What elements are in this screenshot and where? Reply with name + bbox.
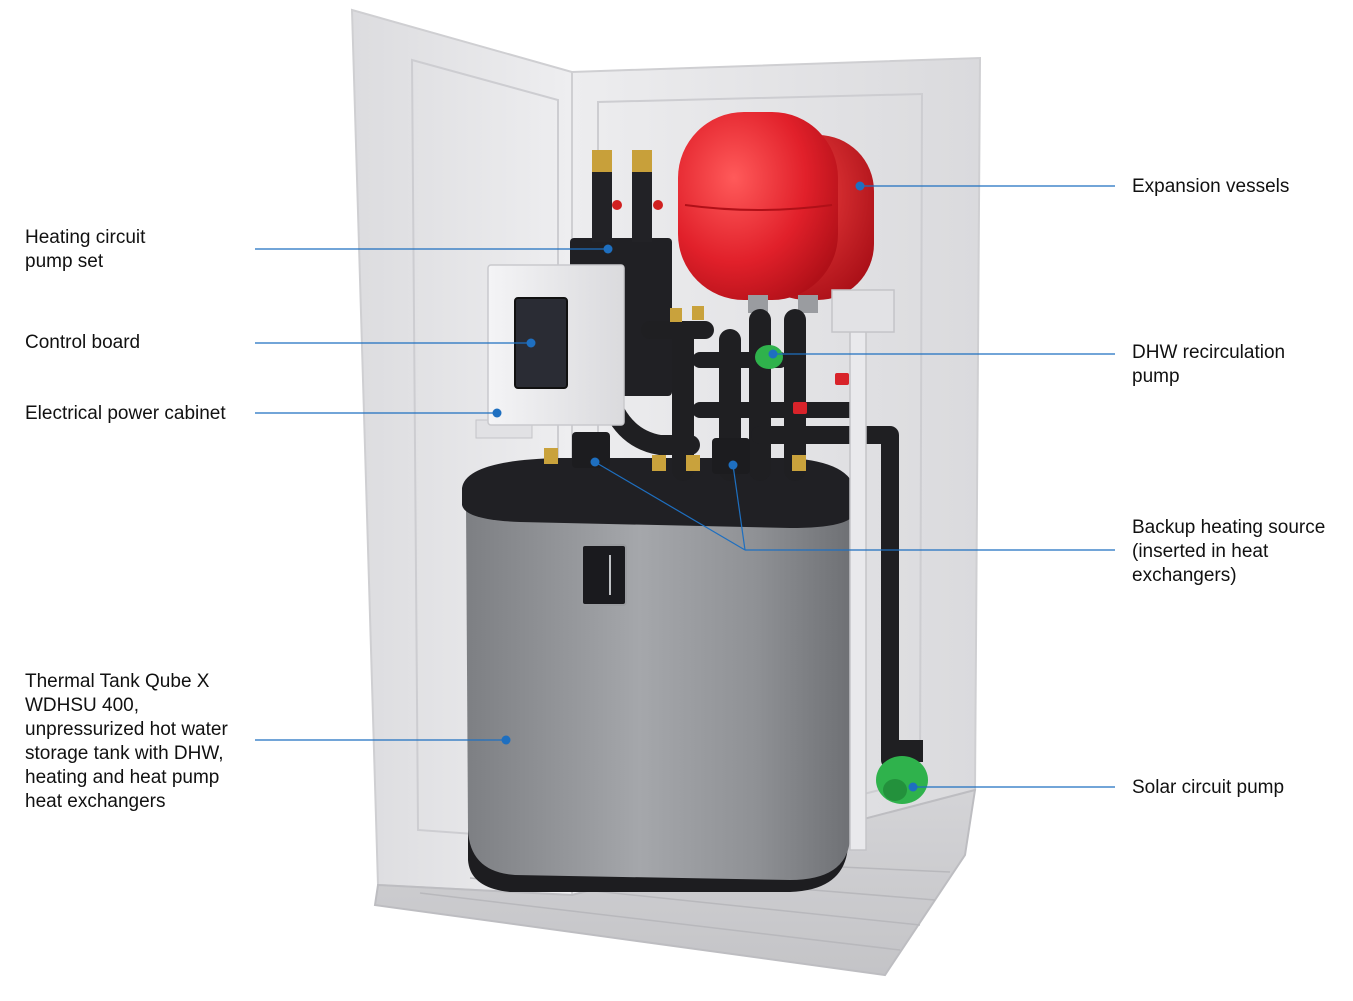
label-thermal-tank: Thermal Tank Qube X WDHSU 400, unpressur… <box>25 670 228 814</box>
marker-backup-1 <box>590 457 600 467</box>
leader-control-board <box>255 338 536 348</box>
label-line: Electrical power cabinet <box>25 403 226 424</box>
thermal-tank <box>462 458 855 892</box>
leader-pump-set <box>255 244 613 254</box>
mounting-frame <box>831 289 895 851</box>
label-line: heat exchangers <box>25 791 166 812</box>
leader-power-cabinet <box>255 408 502 418</box>
label-line: Solar circuit pump <box>1132 777 1285 798</box>
label-dhw-recirculation-pump: DHW recirculation pump <box>1132 341 1285 389</box>
tank-display-plate <box>581 544 627 606</box>
fittings <box>544 306 806 471</box>
label-line: Thermal Tank Qube X <box>25 671 210 692</box>
leader-tank <box>255 735 511 745</box>
label-line: exchangers) <box>1132 565 1237 586</box>
label-electrical-power-cabinet: Electrical power cabinet <box>25 402 226 426</box>
expansion-vessels <box>678 112 874 313</box>
label-line: (inserted in heat <box>1132 541 1269 562</box>
label-expansion-vessels: Expansion vessels <box>1132 175 1289 199</box>
label-line: WDHSU 400, <box>25 695 140 716</box>
label-line: Control board <box>25 332 141 353</box>
marker-backup-2 <box>728 460 738 470</box>
solar-circuit-pump-body <box>876 740 928 804</box>
label-backup-heating-source: Backup heating source (inserted in heat … <box>1132 516 1325 588</box>
leader-backup <box>594 461 1115 551</box>
label-line: Backup heating source <box>1132 517 1326 538</box>
green-pumps <box>755 345 928 804</box>
dhw-recirculation-pump-body <box>755 345 783 369</box>
backup-heating-units <box>572 432 750 474</box>
leader-expansion <box>855 181 1115 191</box>
label-line: pump <box>1132 366 1180 387</box>
label-heating-circuit-pump-set: Heating circuit pump set <box>25 226 145 274</box>
red-valves <box>793 373 849 414</box>
label-line: heating and heat pump <box>25 767 220 788</box>
label-line: unpressurized hot water <box>25 719 228 740</box>
label-control-board: Control board <box>25 331 140 355</box>
leader-solar-pump <box>908 782 1115 792</box>
leader-dhw-pump <box>768 349 1115 359</box>
tank-body <box>466 505 852 880</box>
label-line: storage tank with DHW, <box>25 743 224 764</box>
pipework <box>605 309 899 769</box>
label-line: Heating circuit <box>25 227 146 248</box>
label-solar-circuit-pump: Solar circuit pump <box>1132 776 1284 800</box>
leader-lines <box>255 181 1115 792</box>
label-line: Expansion vessels <box>1132 176 1290 197</box>
label-line: pump set <box>25 251 104 272</box>
expansion-vessel-front <box>678 112 838 300</box>
label-line: DHW recirculation <box>1132 342 1286 363</box>
